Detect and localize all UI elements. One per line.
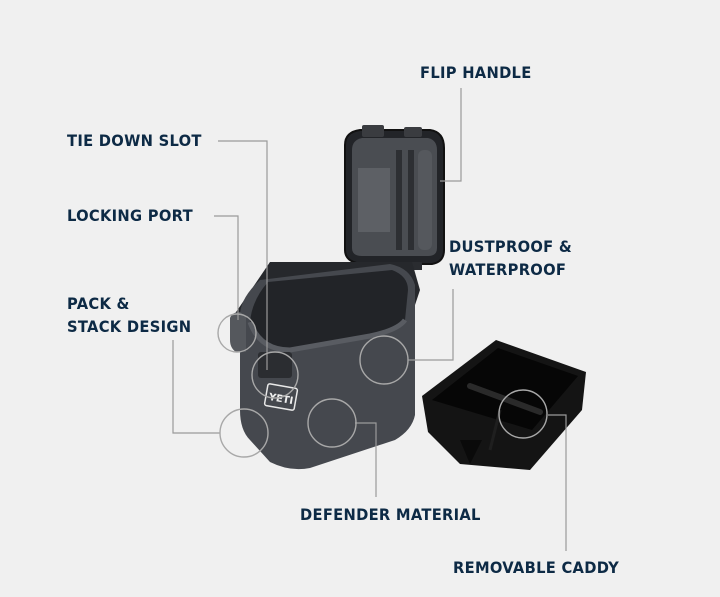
callout-locking-port: LOCKING PORT (67, 206, 193, 225)
callout-dustproof-line2: WATERPROOF (449, 260, 567, 279)
callout-pack-stack: PACK & STACK DESIGN (67, 292, 191, 338)
circle-dustproof (359, 335, 409, 385)
svg-text:YETI: YETI (267, 392, 294, 407)
leader-dustproof (408, 289, 454, 361)
circle-caddy (498, 389, 548, 439)
leader-defender (355, 422, 377, 497)
callout-tie-down-slot: TIE DOWN SLOT (67, 131, 202, 150)
circle-defender (307, 398, 357, 448)
leader-locking-port (214, 215, 239, 320)
removable-caddy-art (422, 340, 586, 470)
callout-dustproof-line1: DUSTPROOF & (449, 237, 573, 256)
leader-lines (172, 88, 567, 551)
yeti-logo: YETI (263, 383, 299, 411)
case-body: YETI (230, 262, 420, 470)
flip-handle-hinge (362, 125, 384, 137)
circle-pack-stack (219, 408, 269, 458)
callout-flip-handle: FLIP HANDLE (420, 63, 532, 82)
callout-removable-caddy: REMOVABLE CADDY (453, 558, 620, 577)
leader-tie-down (218, 140, 268, 370)
callout-defender-material: DEFENDER MATERIAL (300, 505, 481, 524)
callout-pack-stack-line1: PACK & (67, 294, 130, 313)
case-lid (344, 125, 445, 270)
callout-dustproof: DUSTPROOF & WATERPROOF (449, 235, 572, 281)
highlight-circles (217, 313, 548, 458)
leader-pack-stack (172, 340, 220, 434)
circle-tie-down (251, 351, 299, 399)
leader-flip-handle (440, 88, 462, 182)
leader-caddy (548, 414, 567, 551)
callout-pack-stack-line2: STACK DESIGN (67, 317, 192, 336)
circle-locking-port (217, 313, 257, 353)
